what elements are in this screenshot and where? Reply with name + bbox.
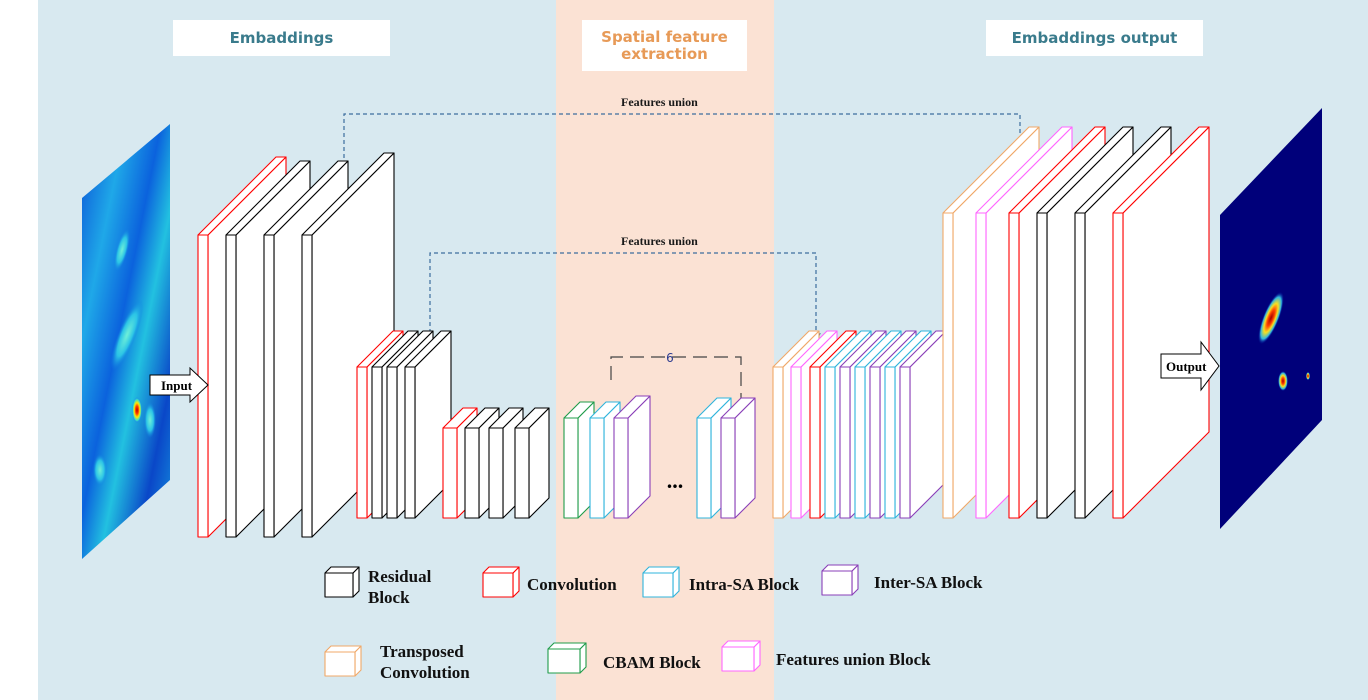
legend-transposed-icon [324,645,362,677]
legend-features-union-label: Features union Block [776,650,931,669]
input-heatmap [82,124,170,559]
legend-convolution-label: Convolution [527,575,617,594]
legend-inter-sa-label: Inter-SA Block [874,573,983,592]
input-arrow: Input [149,366,209,404]
legend-residual-label: Residual Block [368,567,432,607]
legend-intra-sa-label: Intra-SA Block [689,575,800,594]
section-label-embeddings: Embaddings [173,20,390,56]
output-arrow: Output [1160,340,1220,392]
repeat-bracket [610,356,742,403]
ellipsis: ... [667,468,684,493]
legend-transposed-label: Transposed Convolution [380,642,470,682]
legend-residual-icon [324,566,360,598]
section-label-output: Embaddings output [986,20,1203,56]
features-union-label-bottom: Features union [621,234,698,248]
sfe-inter-1 [613,395,651,519]
legend-icons [324,564,859,677]
features-union-label-top: Features union [621,95,698,109]
legend-convolution-icon [482,566,520,598]
network-blocks [197,126,1210,538]
dec2-conv-out [1112,126,1210,519]
legend-intra-sa-icon [642,566,680,598]
enc3-res3 [514,407,550,519]
repeat-count: 6 [666,351,674,365]
output-label: Output [1166,359,1207,374]
enc2-res3 [404,330,452,519]
input-label: Input [161,378,193,393]
legend-cbam-label: CBAM Block [603,653,701,672]
skip-link-top [343,113,1025,186]
legend-inter-sa-icon [821,564,859,596]
output-heatmap [1220,108,1322,529]
sfe-inter-2 [720,397,756,519]
section-label-spatial: Spatial feature extraction [582,20,747,71]
legend-cbam-icon [547,642,587,674]
legend-features-union-icon [721,640,761,672]
skip-link-bottom [429,252,821,343]
